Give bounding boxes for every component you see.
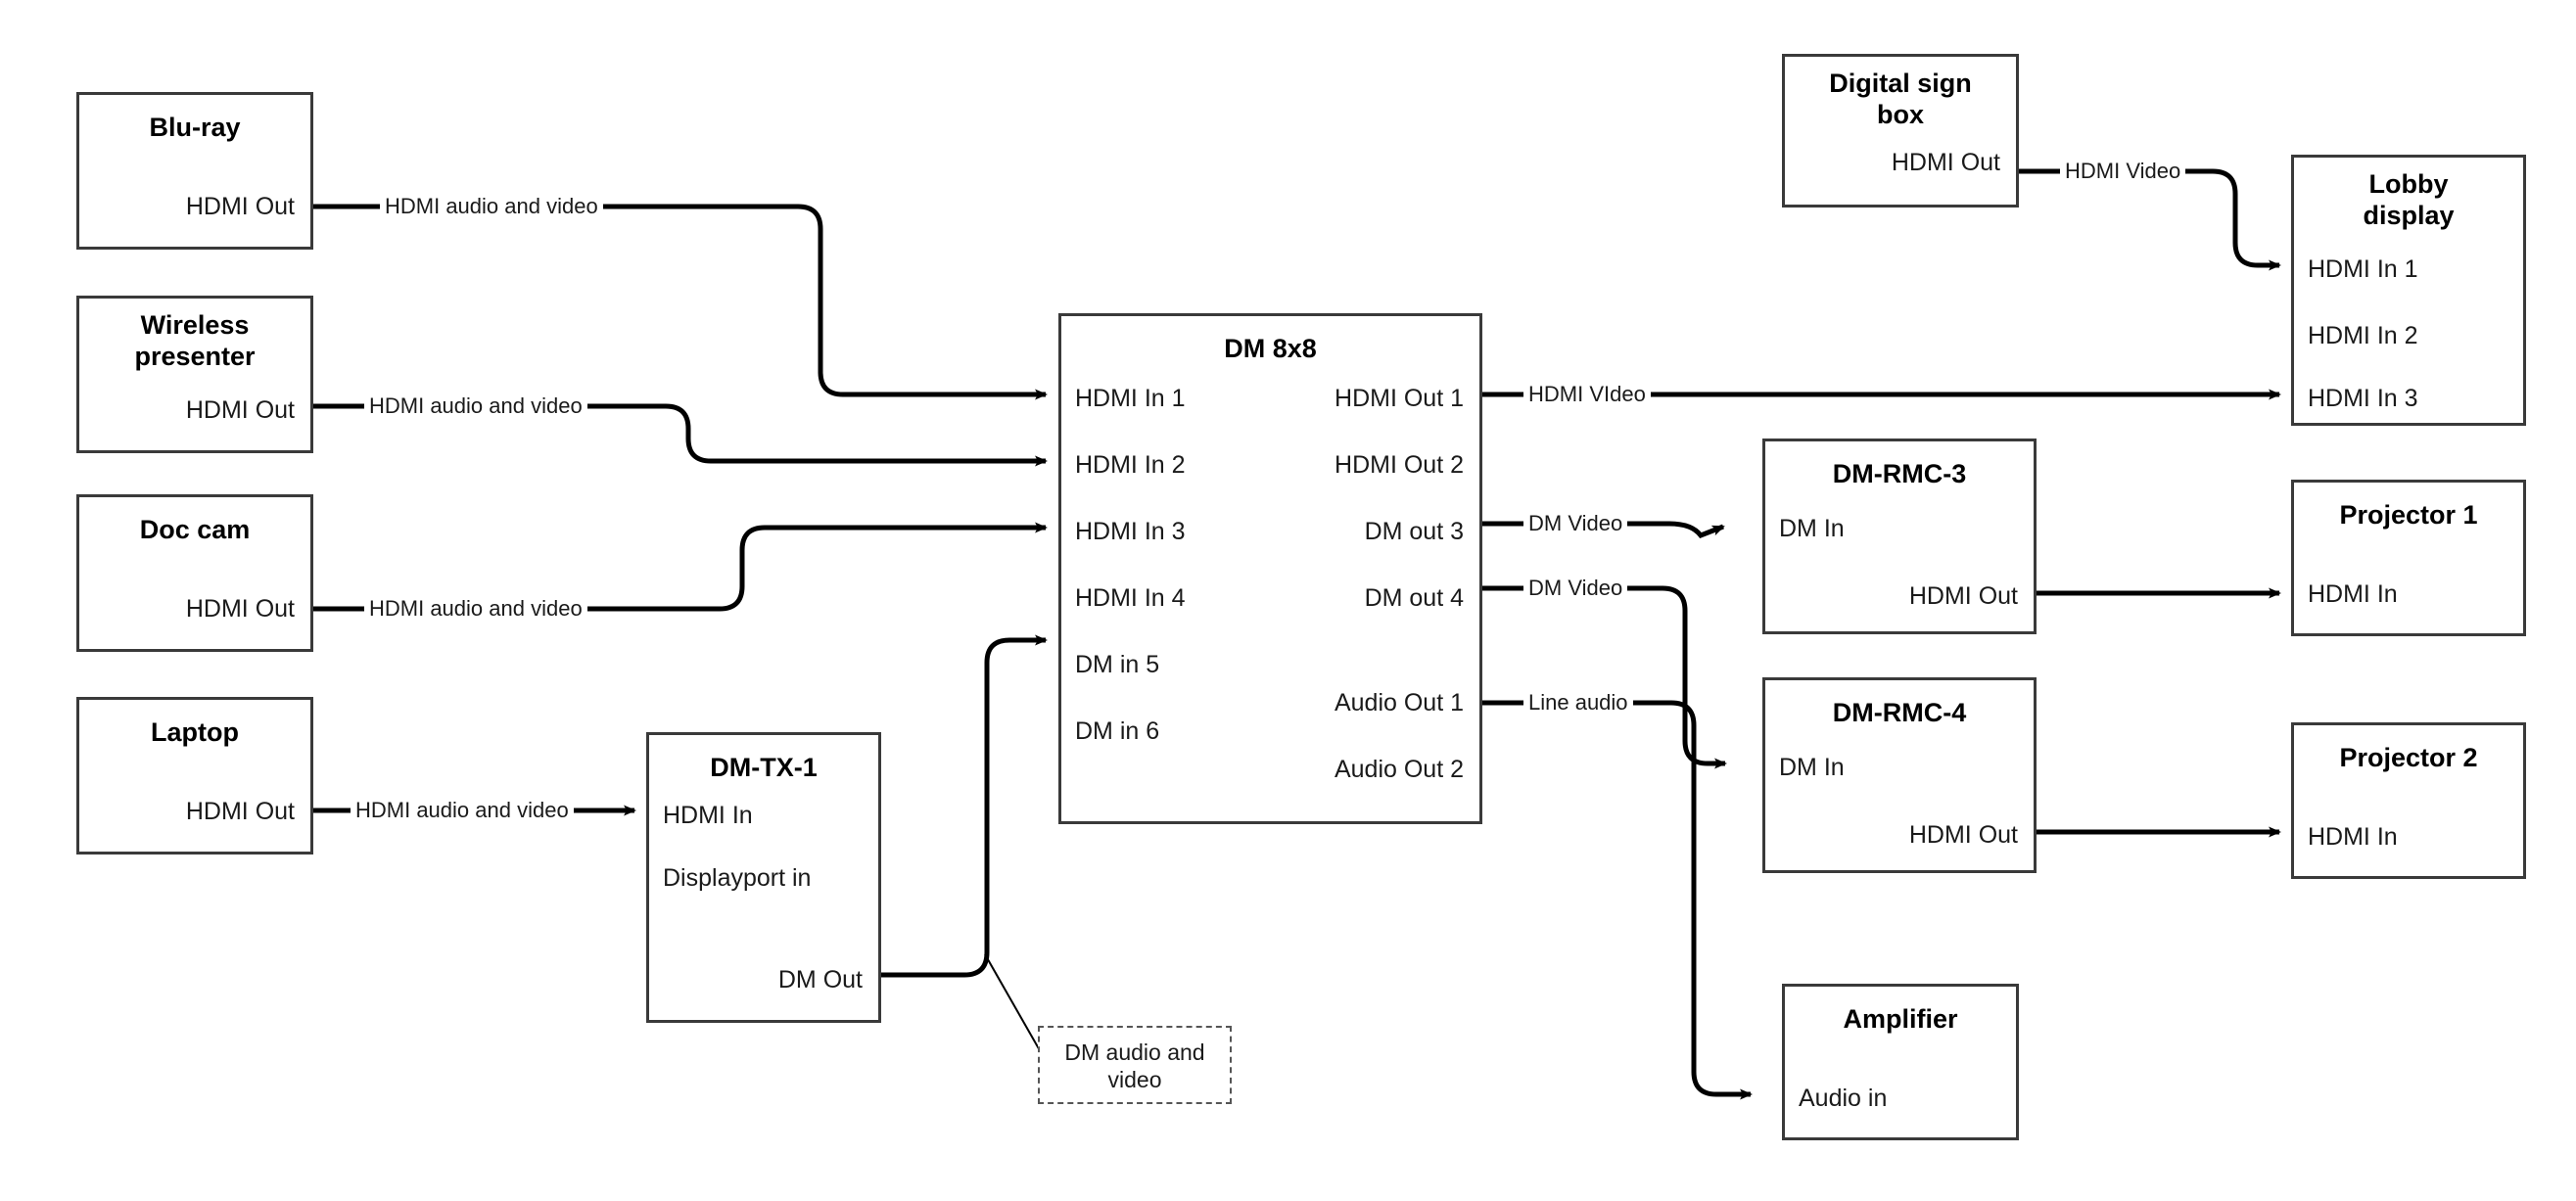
port-rmc3-hdmi-out: HDMI Out — [1908, 582, 2018, 610]
port-dm8x8-hdmi-out-1: HDMI Out 1 — [1335, 385, 1464, 412]
port-lobby-hdmi-in-3: HDMI In 3 — [2308, 385, 2418, 412]
port-dm8x8-dm-out-3: DM out 3 — [1364, 518, 1464, 545]
node-doccam-title: Doc cam — [139, 515, 251, 544]
node-bluray-title: Blu-ray — [149, 113, 241, 142]
node-signbox-title-line2: box — [1876, 100, 1924, 129]
wire-doccam-to-dm-in3 — [313, 522, 1048, 612]
port-dm8x8-hdmi-out-2: HDMI Out 2 — [1335, 451, 1464, 479]
port-dm8x8-hdmi-in-3: HDMI In 3 — [1075, 518, 1186, 545]
node-lobby-display[interactable]: Lobby display HDMI In 1 HDMI In 2 HDMI I… — [2291, 155, 2526, 426]
wire-bluray-to-dm-in1 — [313, 204, 1048, 400]
node-amplifier[interactable]: Amplifier Audio in — [1782, 984, 2019, 1140]
wire-audioout1-to-amp — [1482, 700, 1753, 1100]
node-bluray[interactable]: Blu-ray HDMI Out — [76, 92, 313, 250]
note-line-2: video — [1107, 1067, 1162, 1092]
port-dmtx1-dm-out: DM Out — [777, 966, 863, 993]
port-dmtx1-hdmi-in: HDMI In — [663, 802, 753, 829]
port-dmtx1-displayport-in: Displayport in — [663, 864, 812, 892]
node-amp-title: Amplifier — [1843, 1004, 1958, 1034]
node-lobby-title-line1: Lobby — [2368, 169, 2449, 199]
port-amp-audio-in: Audio in — [1799, 1085, 1888, 1112]
port-rmc4-dm-in: DM In — [1779, 754, 1845, 781]
node-dm8x8-title: DM 8x8 — [1224, 334, 1317, 363]
note-dm-audio-video: DM audio and video — [1038, 1026, 1232, 1104]
node-wireless-presenter[interactable]: Wireless presenter HDMI Out — [76, 296, 313, 453]
node-proj1-title: Projector 1 — [2339, 500, 2478, 530]
port-dm8x8-hdmi-in-4: HDMI In 4 — [1075, 584, 1186, 612]
port-bluray-hdmi-out: HDMI Out — [185, 193, 295, 220]
node-dm-8x8[interactable]: DM 8x8 HDMI In 1 HDMI In 2 HDMI In 3 HDM… — [1058, 313, 1482, 824]
port-lobby-hdmi-in-2: HDMI In 2 — [2308, 322, 2418, 349]
port-laptop-hdmi-out: HDMI Out — [185, 798, 295, 825]
port-wireless-hdmi-out: HDMI Out — [185, 396, 295, 424]
node-lobby-title-line2: display — [2363, 201, 2455, 230]
wire-dmout3-to-rmc3 — [1482, 521, 1725, 539]
node-projector-1[interactable]: Projector 1 HDMI In — [2291, 480, 2526, 636]
port-dm8x8-dm-in-5: DM in 5 — [1075, 651, 1160, 678]
port-dm8x8-dm-in-6: DM in 6 — [1075, 717, 1160, 745]
wire-label-bluray-to-dm-in1: HDMI audio and video — [380, 194, 603, 219]
node-digital-sign-box[interactable]: Digital sign box HDMI Out — [1782, 54, 2019, 208]
wire-label-dmout3-to-rmc3: DM Video — [1523, 511, 1628, 536]
port-proj1-hdmi-in: HDMI In — [2308, 580, 2398, 608]
port-dm8x8-audio-out-1: Audio Out 1 — [1334, 689, 1464, 716]
node-projector-2[interactable]: Projector 2 HDMI In — [2291, 722, 2526, 879]
port-rmc4-hdmi-out: HDMI Out — [1908, 821, 2018, 849]
leader-line-dm-note — [984, 953, 1042, 1053]
wire-signbox-to-lobby-in1 — [2019, 168, 2281, 271]
node-dm-rmc-3[interactable]: DM-RMC-3 DM In HDMI Out — [1762, 439, 2037, 634]
wire-label-audioout1-to-amp: Line audio — [1523, 690, 1633, 716]
node-dm-rmc-4[interactable]: DM-RMC-4 DM In HDMI Out — [1762, 677, 2037, 873]
wire-dmtx1-to-dm-in5 — [881, 634, 1048, 978]
port-dm8x8-hdmi-in-1: HDMI In 1 — [1075, 385, 1186, 412]
wire-label-dmout4-to-rmc4: DM Video — [1523, 576, 1628, 601]
node-rmc3-title: DM-RMC-3 — [1832, 459, 1967, 488]
port-lobby-hdmi-in-1: HDMI In 1 — [2308, 255, 2418, 283]
node-laptop-title: Laptop — [151, 717, 239, 747]
port-dm8x8-audio-out-2: Audio Out 2 — [1334, 756, 1464, 783]
port-dm8x8-dm-out-4: DM out 4 — [1364, 584, 1464, 612]
note-line-1: DM audio and — [1064, 1039, 1205, 1065]
wire-label-wireless-to-dm-in2: HDMI audio and video — [364, 393, 587, 419]
wire-label-signbox-to-lobby: HDMI Video — [2060, 159, 2186, 184]
node-dmtx1-title: DM-TX-1 — [710, 753, 818, 782]
node-dm-tx-1[interactable]: DM-TX-1 HDMI In Displayport in DM Out — [646, 732, 881, 1023]
node-doc-cam[interactable]: Doc cam HDMI Out — [76, 494, 313, 652]
port-doccam-hdmi-out: HDMI Out — [185, 595, 295, 623]
port-signbox-hdmi-out: HDMI Out — [1891, 149, 2000, 176]
node-laptop[interactable]: Laptop HDMI Out — [76, 697, 313, 855]
node-proj2-title: Projector 2 — [2339, 743, 2478, 772]
node-wireless-title-line2: presenter — [134, 342, 256, 371]
wire-label-hdmiout1-to-lobby: HDMI VIdeo — [1523, 382, 1651, 407]
node-wireless-title-line1: Wireless — [140, 310, 250, 340]
wire-label-doccam-to-dm-in3: HDMI audio and video — [364, 596, 587, 622]
port-proj2-hdmi-in: HDMI In — [2308, 823, 2398, 851]
wire-wireless-to-dm-in2 — [313, 403, 1048, 467]
port-dm8x8-hdmi-in-2: HDMI In 2 — [1075, 451, 1186, 479]
wire-dmout4-to-rmc4 — [1482, 585, 1727, 769]
port-rmc3-dm-in: DM In — [1779, 515, 1845, 542]
node-signbox-title-line1: Digital sign — [1829, 69, 1972, 98]
wire-label-laptop-to-dmtx1: HDMI audio and video — [351, 798, 574, 823]
node-rmc4-title: DM-RMC-4 — [1832, 698, 1967, 727]
